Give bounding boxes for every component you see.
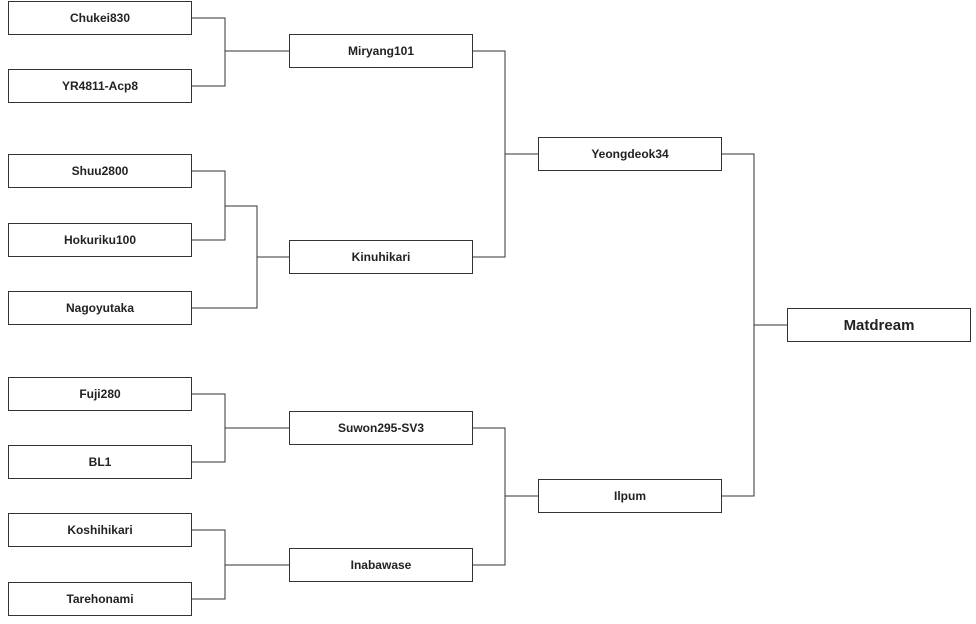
node-inabawase: Inabawase xyxy=(289,548,473,582)
node-koshihikari: Koshihikari xyxy=(8,513,192,547)
node-hokuriku100: Hokuriku100 xyxy=(8,223,192,257)
node-matdream: Matdream xyxy=(787,308,971,342)
connector-line-0 xyxy=(192,17,226,87)
node-miryang101: Miryang101 xyxy=(289,34,473,68)
connector-line-5 xyxy=(192,393,226,463)
connector-line-13 xyxy=(722,153,755,497)
node-suwon295-sv3: Suwon295-SV3 xyxy=(289,411,473,445)
connector-line-7 xyxy=(192,529,226,600)
node-yr4811-acp8: YR4811-Acp8 xyxy=(8,69,192,103)
node-shuu2800: Shuu2800 xyxy=(8,154,192,188)
node-ilpum: Ilpum xyxy=(538,479,722,513)
connector-line-2 xyxy=(192,170,226,241)
node-yeongdeok34: Yeongdeok34 xyxy=(538,137,722,171)
connector-line-9 xyxy=(473,50,506,258)
node-chukei830: Chukei830 xyxy=(8,1,192,35)
node-nagoyutaka: Nagoyutaka xyxy=(8,291,192,325)
node-bl1: BL1 xyxy=(8,445,192,479)
node-fuji280: Fuji280 xyxy=(8,377,192,411)
node-kinuhikari: Kinuhikari xyxy=(289,240,473,274)
node-tarehonami: Tarehonami xyxy=(8,582,192,616)
connector-line-11 xyxy=(473,427,506,566)
